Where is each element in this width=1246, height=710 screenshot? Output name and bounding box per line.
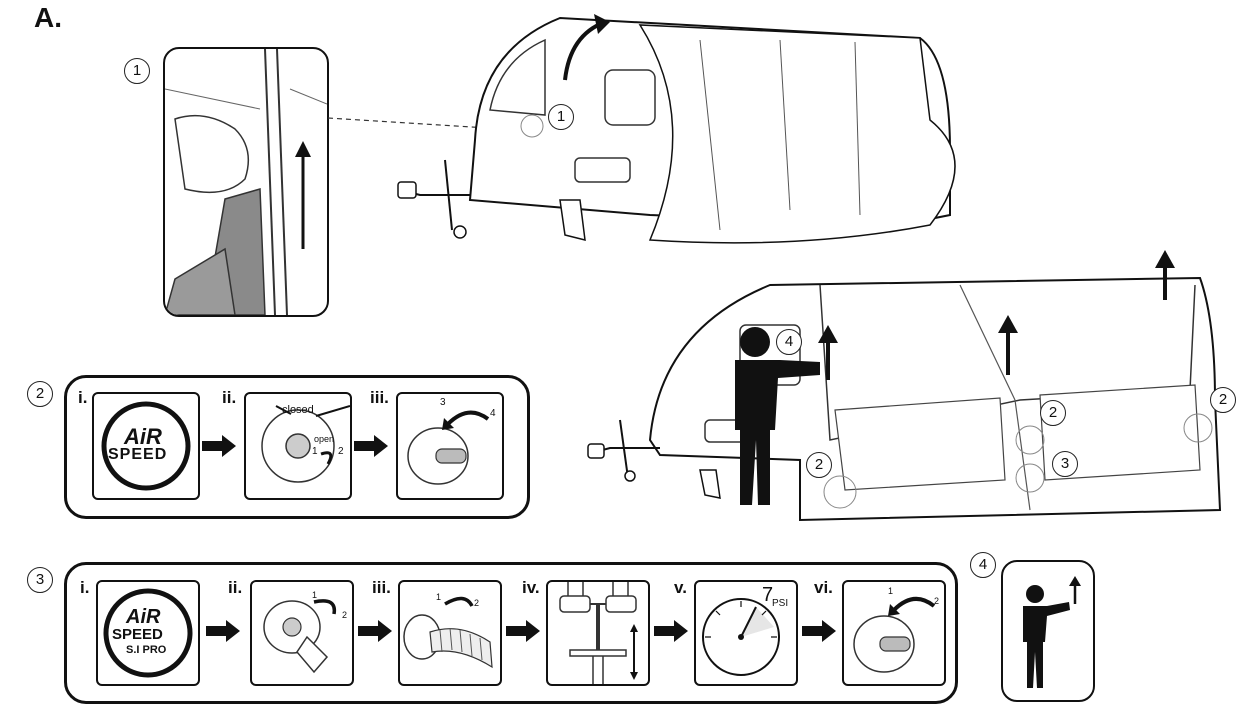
step-3-i-logo-card: AiR SPEED S.I PRO <box>96 580 200 686</box>
num-2: 2 <box>934 596 940 606</box>
arrow-right-icon <box>358 620 392 642</box>
turn-num-3: 3 <box>440 397 446 408</box>
logo-pro-text: S.I PRO <box>126 644 167 656</box>
num-1: 1 <box>888 586 894 596</box>
step-3-ii-label: ii. <box>228 578 243 597</box>
strap-illustration <box>165 49 327 315</box>
step-3-iii-pump-card: 1 2 <box>398 580 502 686</box>
callout-step-4: 4 <box>970 552 996 578</box>
step-4-card <box>1001 560 1095 702</box>
step-3-ii-valve-card: 1 2 <box>250 580 354 686</box>
step-2-ii-valve-card: closed open 1 2 <box>244 392 352 500</box>
logo-air-text: AiR <box>126 606 161 628</box>
arrow-right-icon <box>206 620 240 642</box>
callout-awning-2b: 2 <box>1040 400 1066 426</box>
turn-num-4: 4 <box>490 408 496 419</box>
arrow-right-icon <box>506 620 540 642</box>
callout-awning-3: 3 <box>1052 451 1078 477</box>
figure-label: A. <box>34 2 62 33</box>
valve-cap-icon <box>407 410 490 485</box>
logo-speed-text: SPEED <box>112 626 163 643</box>
person-pointing-icon <box>1023 576 1081 688</box>
valve-icon <box>261 405 350 483</box>
callout-awning-2a: 2 <box>806 452 832 478</box>
arrow-right-icon <box>654 620 688 642</box>
valve-open-icon <box>263 599 337 674</box>
pressure-value: 7 <box>762 584 774 606</box>
callout-step-2: 2 <box>27 381 53 407</box>
arrow-right-icon <box>802 620 836 642</box>
airspeed-logo <box>101 401 191 491</box>
valve-cap-close-icon <box>853 597 936 673</box>
callout-step-1: 1 <box>124 58 150 84</box>
logo-air-text: AiR <box>124 424 162 449</box>
step-2-iii-label: iii. <box>370 388 389 407</box>
logo-speed-text: SPEED <box>108 446 168 463</box>
pressure-gauge-icon <box>702 598 780 676</box>
valve-closed-text: closed <box>282 404 314 416</box>
step-2-iii-cap-card: 3 4 <box>396 392 504 500</box>
num-1: 1 <box>436 592 442 602</box>
callout-caravan-1: 1 <box>548 104 574 130</box>
num-2: 2 <box>474 598 480 608</box>
step-3-vi-label: vi. <box>814 578 833 597</box>
step-3-iii-label: iii. <box>372 578 391 597</box>
step-3-iv-pump-card <box>546 580 650 686</box>
step-3-vi-cap-card: 1 2 <box>842 580 946 686</box>
valve-open-text: open <box>314 434 335 444</box>
step-3-v-label: v. <box>674 578 687 597</box>
num-2: 2 <box>342 610 348 620</box>
arrow-right-icon <box>354 435 388 457</box>
step-2-i-label: i. <box>78 388 88 407</box>
pump-hose-icon <box>403 596 493 669</box>
step-3-iv-label: iv. <box>522 578 540 597</box>
pressure-unit: PSI <box>772 598 789 609</box>
valve-num-2: 2 <box>338 446 344 457</box>
step-2-i-logo-card: AiR SPEED <box>92 392 200 500</box>
valve-num-1: 1 <box>312 446 318 457</box>
airspeed-pro-logo <box>103 588 193 678</box>
arrow-right-icon <box>202 435 236 457</box>
hand-pump-icon <box>559 582 638 684</box>
num-1: 1 <box>312 590 318 600</box>
inset-strap-detail <box>163 47 329 317</box>
step-3-i-label: i. <box>80 578 90 597</box>
callout-awning-4: 4 <box>776 329 802 355</box>
callout-step-3: 3 <box>27 567 53 593</box>
step-2-ii-label: ii. <box>222 388 237 407</box>
callout-awning-2c: 2 <box>1210 387 1236 413</box>
step-3-v-gauge-card: 7 PSI <box>694 580 798 686</box>
